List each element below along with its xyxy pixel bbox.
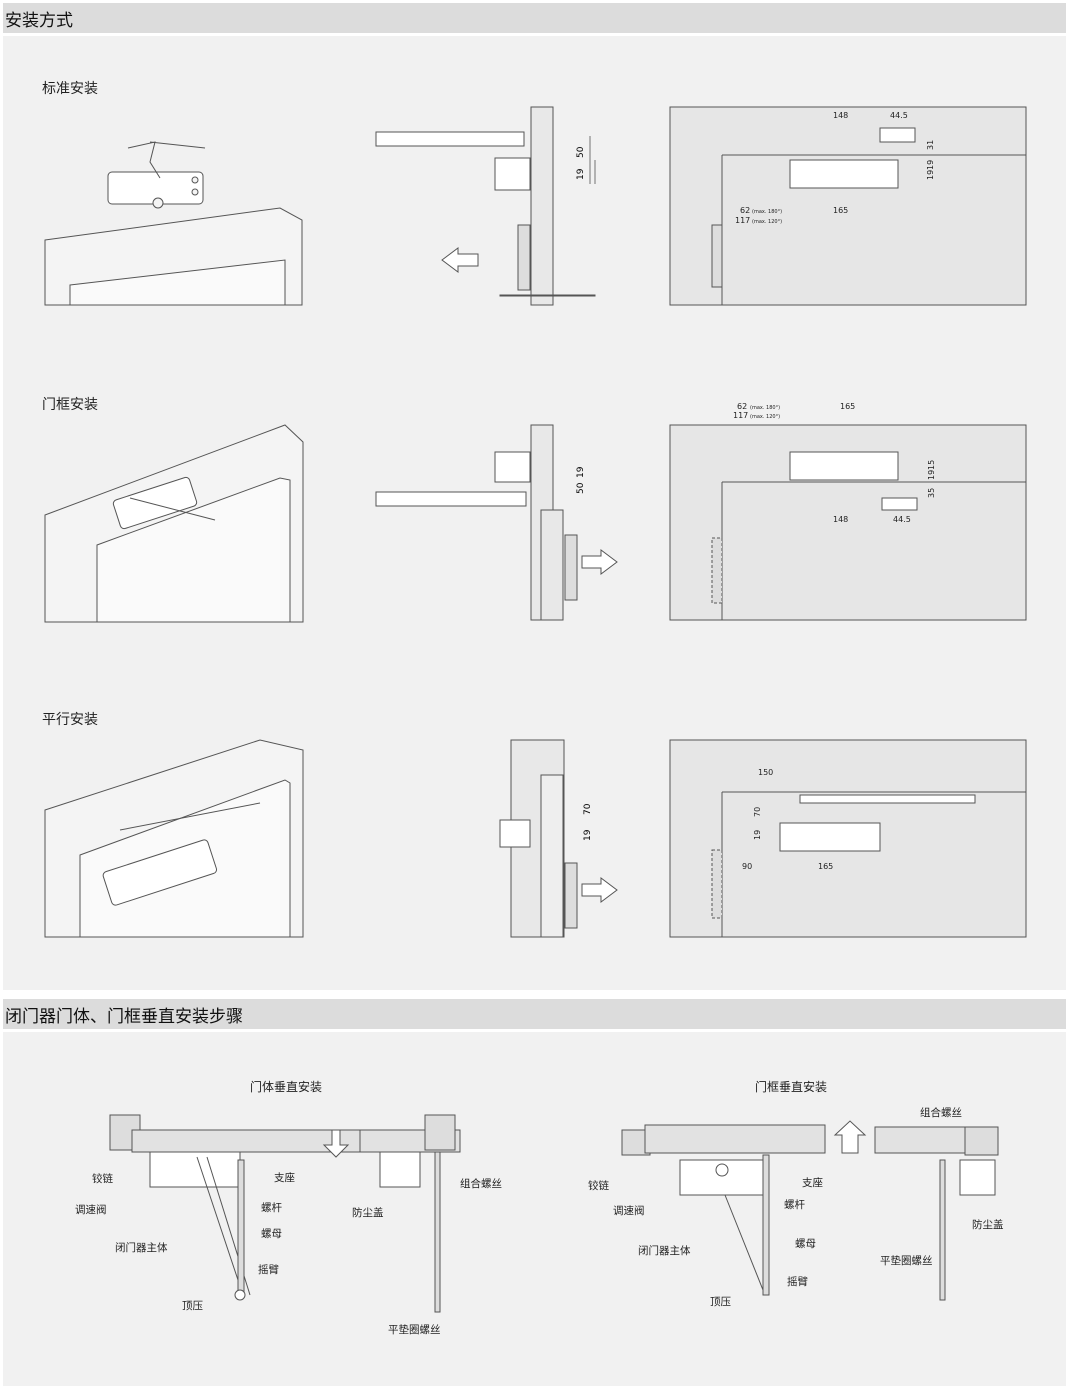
frame-side-view (375, 424, 618, 621)
frame-install-diagrams: 19 50 62 (max. 180°) 117 (max. 120°) 165… (44, 402, 1027, 623)
label-closer-body: 闭门器主体 (115, 1242, 168, 1254)
frame-vertical-title: 门框垂直安装 (755, 1080, 828, 1094)
label-washer-screw: 平垫圈螺丝 (388, 1324, 441, 1336)
frame-front-view (669, 424, 1027, 621)
dim-label: 44.5 (893, 515, 911, 524)
label-hinge: 铰链 (92, 1173, 113, 1185)
standard-install-diagrams: 50 19 148 44.5 31 19 19 165 62 (max. 180… (44, 106, 1027, 306)
label-arm: 摇臂 (258, 1264, 279, 1276)
dim-note: (max. 180°) (750, 405, 780, 411)
door-body-vertical-diagram (109, 1114, 461, 1313)
dim-label: 150 (758, 768, 773, 777)
label-speed-valve: 调速阀 (75, 1204, 107, 1216)
parallel-front-view (669, 739, 1027, 938)
standard-door-3d (44, 141, 303, 306)
dim-note: (max. 120°) (750, 414, 780, 420)
section-title: 安装方式 (5, 11, 73, 31)
dim-label: 19 (927, 470, 936, 480)
dim-label: 90 (742, 862, 752, 871)
standard-dim-lines (589, 136, 596, 184)
dim-label: 148 (833, 515, 848, 524)
section-title: 闭门器门体、门框垂直安装步骤 (5, 1007, 243, 1027)
section-header-install-methods: 安装方式 (3, 3, 1066, 33)
dim-label: 50 (576, 146, 586, 158)
label-dust-cover: 防尘盖 (352, 1207, 384, 1219)
group-title-parallel: 平行安装 (42, 712, 98, 728)
frame-front-dims: 62 (max. 180°) 117 (max. 120°) 165 15 19… (733, 402, 936, 524)
dim-label: 19 (753, 830, 762, 840)
standard-front-dims: 148 44.5 31 19 19 165 62 (max. 180°) 117… (735, 111, 935, 225)
group-title-frame: 门框安装 (42, 397, 98, 413)
dim-label: 62 (740, 206, 750, 215)
frame-door-3d (44, 424, 304, 623)
label-dust-cover: 防尘盖 (972, 1219, 1004, 1231)
dim-label: 117 (735, 216, 750, 225)
group-title-standard: 标准安装 (42, 81, 98, 97)
dim-label: 19 (926, 170, 935, 180)
label-closer-body: 闭门器主体 (638, 1245, 691, 1257)
dim-label: 62 (737, 402, 747, 411)
dim-label: 165 (818, 862, 833, 871)
dim-label: 50 (576, 482, 586, 494)
label-nut: 螺母 (795, 1238, 816, 1250)
dim-label: 19 (583, 829, 593, 841)
label-seat: 支座 (802, 1177, 823, 1189)
label-arm: 摇臂 (787, 1276, 808, 1288)
label-speed-valve: 调速阀 (613, 1205, 645, 1217)
label-hinge: 铰链 (588, 1180, 609, 1192)
standard-front-view (669, 106, 1027, 306)
vertical-steps-panel (3, 1032, 1066, 1386)
dim-label: 15 (927, 460, 936, 470)
label-top-press: 顶压 (710, 1296, 731, 1308)
dim-note: (max. 120°) (752, 219, 782, 225)
label-screw-rod: 螺杆 (261, 1202, 282, 1214)
dim-label: 19 (576, 168, 586, 180)
dim-label: 70 (583, 803, 593, 815)
parallel-side-view (499, 739, 618, 938)
dim-label: 117 (733, 411, 748, 420)
section-header-vertical-steps: 闭门器门体、门框垂直安装步骤 (3, 999, 1066, 1029)
frame-vertical-diagram (621, 1120, 999, 1301)
parallel-install-diagrams: 70 19 150 70 19 90 165 (44, 739, 1027, 938)
dim-label: 44.5 (890, 111, 908, 120)
dim-label: 35 (927, 488, 936, 498)
parallel-door-3d (44, 739, 304, 938)
dim-label: 148 (833, 111, 848, 120)
label-nut: 螺母 (261, 1228, 282, 1240)
dim-label: 31 (926, 140, 935, 150)
dim-label: 165 (840, 402, 855, 411)
door-body-vertical-title: 门体垂直安装 (250, 1080, 323, 1094)
label-washer-screw: 平垫圈螺丝 (880, 1255, 933, 1267)
standard-side-view (375, 106, 596, 306)
dim-label: 165 (833, 206, 848, 215)
dim-label: 70 (753, 807, 762, 817)
dim-label: 19 (576, 466, 586, 478)
label-top-press: 顶压 (182, 1300, 203, 1312)
parallel-front-dims: 150 70 19 90 165 (742, 768, 833, 871)
label-combo-screw: 组合螺丝 (460, 1178, 502, 1190)
label-screw-rod: 螺杆 (784, 1199, 805, 1211)
label-seat: 支座 (274, 1172, 295, 1184)
dim-note: (max. 180°) (752, 209, 782, 215)
dim-label: 19 (926, 160, 935, 170)
label-combo-screw: 组合螺丝 (920, 1107, 962, 1119)
